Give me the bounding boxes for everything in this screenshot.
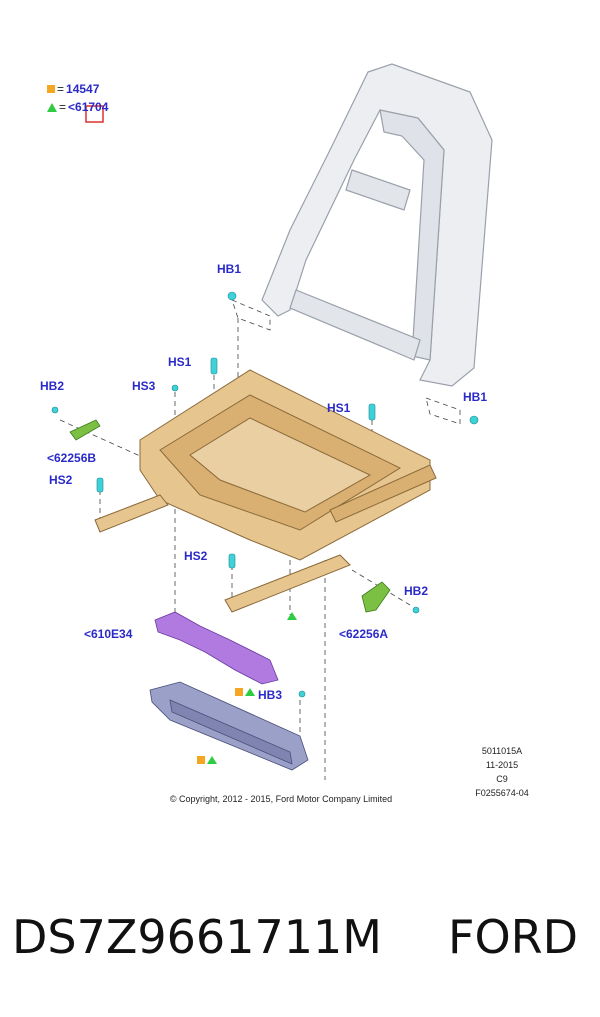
seat-module (149, 681, 309, 771)
part-markers (197, 612, 297, 764)
legend-triangle-row: = <61704 (47, 100, 108, 114)
callout-62256a: <62256A (339, 627, 389, 641)
callout-hs1-left: HS1 (168, 355, 192, 369)
drawing-code: 5011015A (481, 746, 523, 756)
brand-name: FORD (448, 910, 579, 964)
callout-62256b: <62256B (47, 451, 97, 465)
legend-triangle-value: <61704 (68, 100, 109, 114)
square-marker-icon (47, 85, 55, 93)
seat-cushion-frame (94, 369, 437, 613)
callout-hs2-center: HS2 (184, 549, 208, 563)
callout-hb1-right: HB1 (463, 390, 488, 404)
triangle-marker-icon (47, 102, 57, 112)
callout-hb1-top: HB1 (217, 262, 242, 276)
copyright-notice: © Copyright, 2012 - 2015, Ford Motor Com… (169, 794, 393, 804)
purple-track-part (154, 611, 279, 685)
fasteners (51, 291, 479, 698)
drawing-figure-id: F0255674-04 (475, 788, 529, 798)
callout-hs2-left: HS2 (49, 473, 73, 487)
part-number: DS7Z9661711M (12, 910, 382, 964)
callout-hb2-left: HB2 (40, 379, 65, 393)
callout-hb3: HB3 (258, 688, 283, 702)
callout-hb2-right: HB2 (404, 584, 429, 598)
part-footer: DS7Z9661711M FORD (0, 880, 600, 1000)
seat-back-frame (261, 63, 493, 387)
callout-hs3: HS3 (132, 379, 156, 393)
legend-square-value: 14547 (66, 82, 100, 96)
drawing-date: 11-2015 (485, 760, 519, 770)
legend-square-row: = 14547 (47, 82, 99, 96)
seat-frame-diagram (51, 63, 493, 780)
drawing-revision: C9 (496, 774, 508, 784)
highlight-box (85, 105, 104, 123)
side-brackets (69, 419, 391, 613)
callout-hs1-right: HS1 (327, 401, 351, 415)
callout-610e34: <610E34 (84, 627, 133, 641)
